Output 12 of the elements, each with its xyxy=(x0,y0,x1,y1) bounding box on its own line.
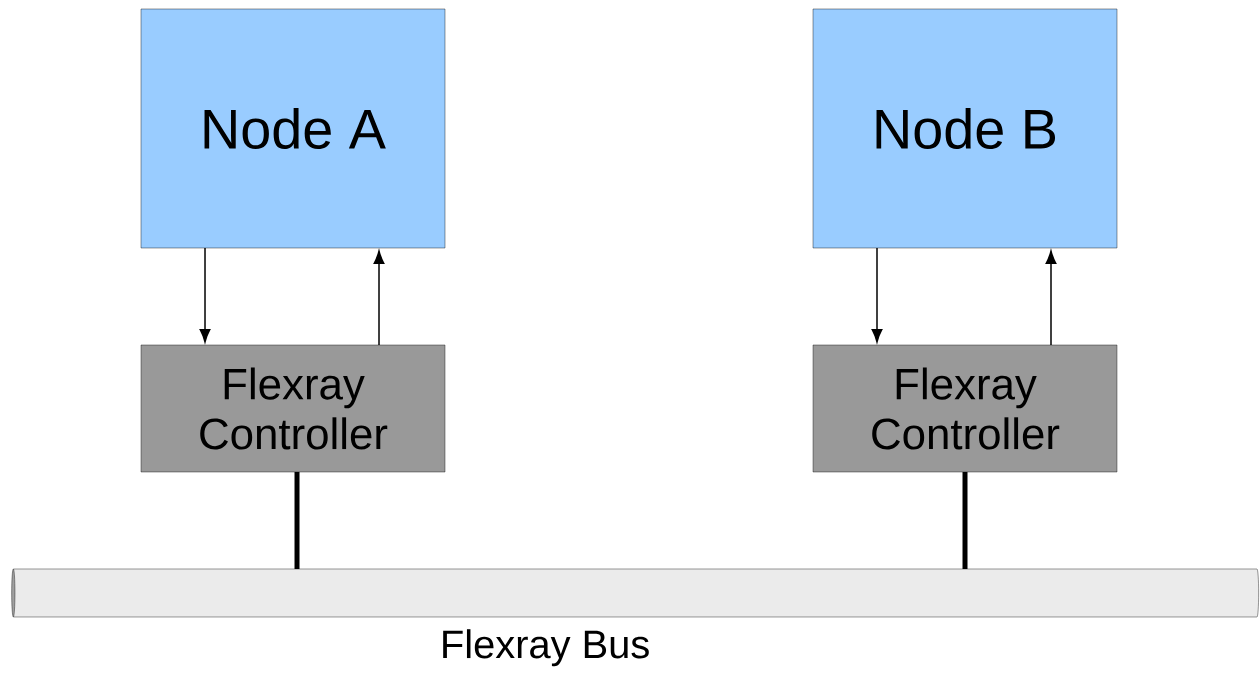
connector-line xyxy=(294,472,300,569)
bus-label: Flexray Bus xyxy=(443,629,649,667)
arrow xyxy=(199,247,211,343)
bus-cylinder xyxy=(11,568,1259,618)
node-box: Node A xyxy=(140,8,446,249)
arrow xyxy=(373,250,385,346)
controller-box: Flexray Controller xyxy=(812,344,1118,473)
controller-box: Flexray Controller xyxy=(140,344,446,473)
connector-line xyxy=(962,472,968,569)
node-box: Node B xyxy=(812,8,1118,249)
arrow xyxy=(1045,250,1057,346)
arrow xyxy=(871,247,883,343)
